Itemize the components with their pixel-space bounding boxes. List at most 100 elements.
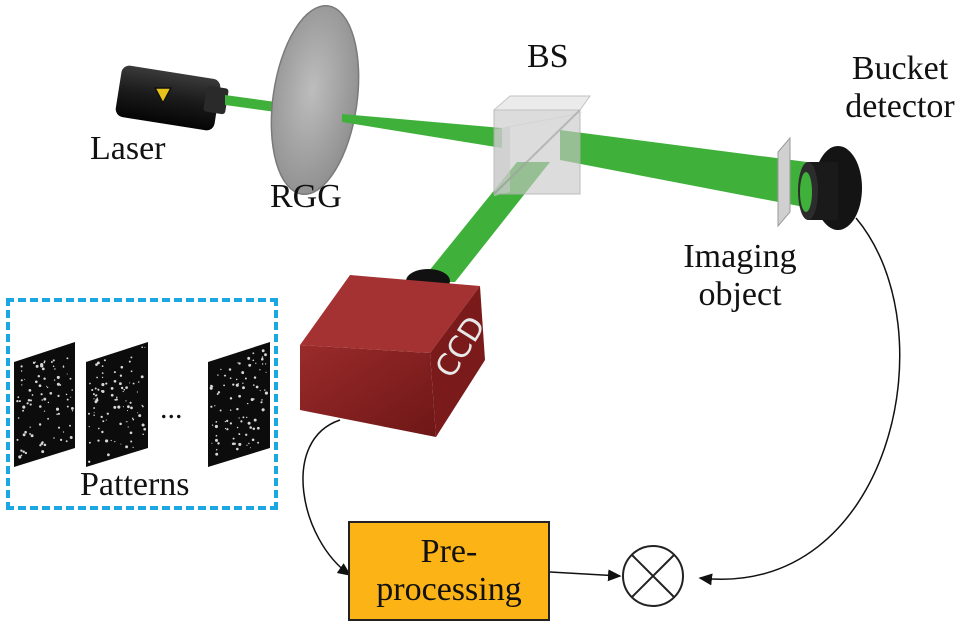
- speckle-dot: [138, 414, 142, 418]
- speckle-dot: [235, 378, 238, 381]
- circle-cross-icon: [622, 545, 684, 607]
- speckle-dot: [259, 390, 261, 392]
- speckle-dot: [264, 389, 266, 391]
- speckle-dot: [69, 424, 71, 427]
- speckle-dot: [261, 363, 264, 365]
- speckle-dot: [49, 391, 53, 395]
- speckle-dot: [235, 447, 239, 451]
- speckle-dot: [43, 410, 46, 412]
- speckle-dot: [103, 359, 106, 362]
- speckle-dot: [22, 450, 25, 453]
- speckle-dot: [257, 441, 260, 444]
- speckle-dot: [224, 427, 227, 430]
- bucket-label-line2: detector: [845, 88, 955, 125]
- speckle-dot: [226, 428, 229, 431]
- speckle-dot: [120, 365, 124, 369]
- speckle-dot: [17, 396, 20, 399]
- speckle-dot: [40, 442, 44, 445]
- speckle-dot: [30, 434, 34, 438]
- speckle-dot: [97, 388, 100, 391]
- speckle-dot: [131, 417, 134, 420]
- speckle-dot: [101, 376, 104, 379]
- speckle-dot: [47, 417, 50, 420]
- speckle-dot: [22, 405, 26, 409]
- speckle-dot: [229, 377, 232, 380]
- speckle-dot: [18, 400, 21, 403]
- speckle-dot: [252, 359, 255, 362]
- speckle-dot: [232, 437, 235, 440]
- ellipsis-label: ...: [160, 392, 183, 425]
- speckle-dot: [223, 384, 226, 387]
- speckle-dot: [215, 448, 218, 451]
- speckle-dot: [56, 382, 60, 386]
- speckle-dot: [242, 382, 244, 384]
- speckle-dot: [70, 406, 74, 410]
- patterns-box: [6, 298, 278, 510]
- speckle-dot: [101, 430, 104, 434]
- imaging-label-line1: Imaging: [683, 238, 797, 275]
- speckle-dot: [229, 409, 232, 411]
- speckle-dot: [92, 393, 95, 396]
- speckle-dot: [226, 419, 229, 422]
- speckle-dot: [215, 452, 219, 456]
- speckle-dot: [130, 370, 133, 373]
- imaging-label-line2: object: [698, 276, 782, 313]
- speckle-dot: [246, 402, 249, 405]
- speckle-dot: [113, 371, 116, 374]
- speckle-dot: [255, 362, 257, 364]
- speckle-dot: [29, 433, 31, 435]
- speckle-dot: [223, 374, 227, 377]
- speckle-dot: [66, 398, 69, 401]
- speckle-dot: [20, 370, 23, 372]
- speckle-dot: [17, 417, 20, 419]
- speckle-dot: [229, 397, 233, 400]
- speckle-dot: [246, 444, 248, 446]
- speckle-dot: [130, 356, 133, 359]
- speckle-dot: [245, 433, 248, 436]
- speckle-dot: [252, 352, 255, 355]
- speckle-dot: [56, 375, 60, 379]
- speckle-dot: [136, 391, 138, 393]
- speckle-dot: [144, 346, 146, 348]
- speckle-dot: [100, 415, 103, 419]
- speckle-dot: [247, 421, 251, 425]
- speckle-dot: [20, 365, 23, 368]
- speckle-dot: [211, 442, 213, 444]
- speckle-dot: [125, 386, 128, 389]
- speckle-dot: [96, 376, 98, 379]
- speckle-dot: [264, 353, 267, 357]
- speckle-dot: [219, 409, 222, 412]
- speckle-dot: [41, 399, 43, 401]
- speckle-dot: [46, 385, 48, 387]
- speckle-dot: [43, 377, 46, 380]
- laser-device: [115, 65, 229, 131]
- imaging-object-label: Imaging object: [670, 238, 810, 314]
- speckle-dot: [66, 357, 69, 360]
- speckle-dot: [110, 387, 114, 390]
- speckle-dot: [110, 439, 112, 442]
- speckle-dot: [211, 385, 214, 388]
- speckle-dot: [126, 405, 130, 409]
- speckle-patterns: [14, 342, 270, 467]
- speckle-dot: [238, 442, 242, 446]
- speckle-dot: [210, 405, 213, 408]
- speckle-dot: [119, 422, 122, 426]
- speckle-dot: [237, 362, 239, 364]
- speckle-dot: [110, 393, 114, 397]
- speckle-dot: [120, 386, 124, 390]
- speckle-dot: [65, 393, 68, 396]
- speckle-dot: [95, 394, 98, 397]
- preprocessing-line1: Pre-: [420, 533, 478, 570]
- speckle-dot: [237, 383, 239, 385]
- speckle-dot: [117, 405, 121, 409]
- speckle-dot: [41, 450, 45, 454]
- speckle-dot: [26, 402, 29, 405]
- bucket-label-line1: Bucket: [851, 50, 949, 87]
- speckle-dot: [95, 398, 99, 402]
- rgg-label: RGG: [270, 178, 342, 215]
- speckle-dot: [71, 389, 73, 391]
- speckle-dot: [265, 371, 267, 373]
- speckle-dot: [113, 405, 117, 409]
- speckle-dot: [97, 439, 100, 442]
- bucket-detector: [798, 146, 862, 230]
